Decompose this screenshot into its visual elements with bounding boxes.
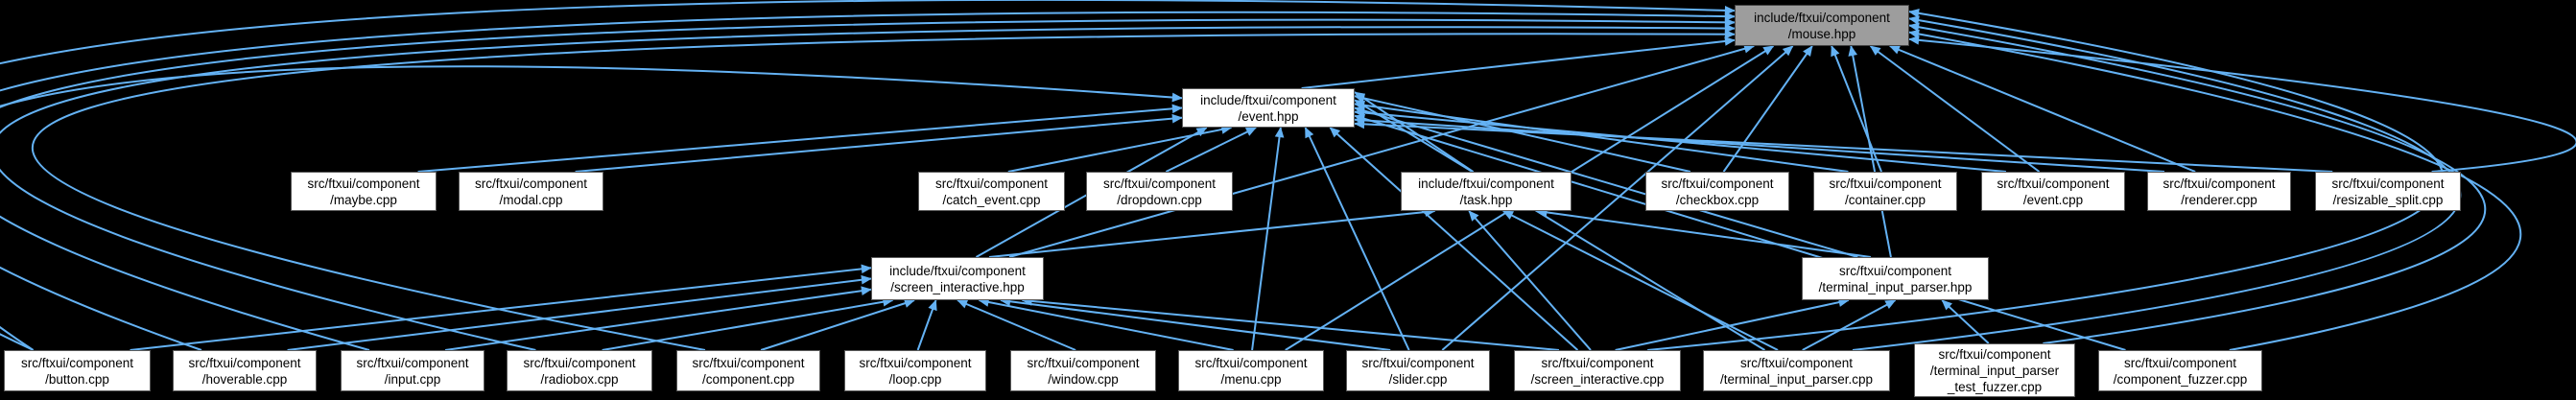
graph-edge-slider-cpp-to-mouse-hpp: [1441, 45, 1794, 351]
graph-edge-event-hpp-to-mouse-hpp: [1301, 36, 1736, 89]
graph-edge-tip-test-fuzzer-cpp-to-terminal-input-parser-hpp: [1941, 299, 1990, 344]
graph-edge-menu-cpp-to-event-hpp: [1251, 127, 1285, 351]
graph-node-terminal-input-parser-hpp[interactable]: src/ftxui/component /terminal_input_pars…: [1802, 257, 1989, 300]
graph-edge-maybe-cpp-to-event-hpp: [417, 104, 1183, 173]
graph-node-component-cpp[interactable]: src/ftxui/component /component.cpp: [676, 350, 820, 391]
graph-edge-event-cpp-to-event-hpp: [1354, 107, 2007, 173]
graph-node-screen-interactive-cpp[interactable]: src/ftxui/component /screen_interactive.…: [1514, 350, 1681, 391]
graph-edge-slider-cpp-to-event-hpp: [1304, 127, 1410, 351]
graph-edge-slider-cpp-to-screen-interactive-hpp: [1000, 296, 1391, 351]
graph-edge-container-cpp-to-mouse-hpp: [1831, 45, 1882, 173]
graph-edge-radiobox-cpp-to-mouse-hpp: [0, 23, 1736, 351]
graph-node-container-cpp[interactable]: src/ftxui/component /container.cpp: [1813, 172, 1957, 211]
graph-edge-resizable-split-cpp-to-event-hpp: [1354, 119, 2333, 173]
graph-edge-checkbox-cpp-to-mouse-hpp: [1722, 45, 1813, 173]
graph-edge-terminal-input-parser-cpp-to-terminal-input-parser-hpp: [1802, 299, 1897, 351]
graph-node-resizable-split-cpp[interactable]: src/ftxui/component /resizable_split.cpp: [2315, 172, 2461, 211]
graph-edge-screen-interactive-cpp-to-terminal-input-parser-hpp: [1615, 297, 1850, 351]
graph-edge-container-cpp-to-event-hpp: [1354, 100, 1849, 173]
graph-edge-screen-interactive-hpp-to-mouse-hpp: [1008, 44, 1756, 258]
graph-edge-terminal-input-parser-hpp-to-event-hpp: [1354, 106, 1858, 258]
graph-edge-hoverable-cpp-to-screen-interactive-hpp: [287, 274, 872, 351]
graph-node-maybe-cpp[interactable]: src/ftxui/component /maybe.cpp: [291, 172, 437, 211]
graph-edge-catch-event-cpp-to-event-hpp: [1007, 125, 1233, 173]
graph-edge-component-cpp-to-mouse-hpp: [31, 29, 1736, 351]
graph-edge-checkbox-cpp-to-event-hpp: [1354, 93, 1691, 173]
graph-edge-loop-cpp-to-screen-interactive-hpp: [916, 299, 937, 351]
graph-edge-menu-cpp-to-screen-interactive-hpp: [978, 297, 1234, 351]
graph-edge-radiobox-cpp-to-screen-interactive-hpp: [602, 296, 894, 351]
graph-edge-task-hpp-to-event-hpp: [1354, 91, 1474, 173]
graph-edge-event-cpp-to-mouse-hpp: [1869, 45, 2041, 173]
graph-node-window-cpp[interactable]: src/ftxui/component /window.cpp: [1010, 350, 1156, 391]
graph-node-radiobox-cpp[interactable]: src/ftxui/component /radiobox.cpp: [507, 350, 652, 391]
graph-node-component-fuzzer-cpp[interactable]: src/ftxui/component /component_fuzzer.cp…: [2098, 350, 2262, 391]
graph-edge-button-cpp-to-mouse-hpp: [0, 0, 1736, 351]
graph-edge-screen-interactive-cpp-to-screen-interactive-hpp: [1021, 296, 1560, 351]
graph-node-slider-cpp[interactable]: src/ftxui/component /slider.cpp: [1346, 350, 1490, 391]
graph-edge-screen-interactive-cpp-to-task-hpp: [1468, 210, 1592, 351]
graph-edge-terminal-input-parser-hpp-to-task-hpp: [1536, 207, 1872, 258]
graph-node-modal-cpp[interactable]: src/ftxui/component /modal.cpp: [459, 172, 603, 211]
graph-node-button-cpp[interactable]: src/ftxui/component /button.cpp: [4, 350, 151, 391]
graph-edge-tip-test-fuzzer-cpp-to-mouse-hpp: [1908, 22, 2487, 344]
graph-edge-resizable-split-cpp-to-mouse-hpp: [1908, 35, 2576, 173]
graph-edge-component-cpp-to-screen-interactive-hpp: [760, 298, 915, 351]
graph-node-mouse-hpp[interactable]: include/ftxui/component /mouse.hpp: [1735, 5, 1909, 46]
graph-node-input-cpp[interactable]: src/ftxui/component /input.cpp: [341, 350, 484, 391]
graph-edge-screen-interactive-hpp-to-task-hpp: [988, 207, 1436, 258]
graph-node-renderer-cpp[interactable]: src/ftxui/component /renderer.cpp: [2147, 172, 2291, 211]
graph-node-screen-interactive-hpp[interactable]: include/ftxui/component /screen_interact…: [871, 257, 1044, 300]
graph-edge-input-cpp-to-mouse-hpp: [0, 17, 1736, 351]
graph-node-terminal-input-parser-cpp[interactable]: src/ftxui/component /terminal_input_pars…: [1703, 350, 1890, 391]
graph-edge-terminal-input-parser-hpp-to-mouse-hpp: [1848, 45, 1892, 258]
graph-edge-terminal-input-parser-cpp-to-task-hpp: [1502, 210, 1779, 351]
graph-edge-dropdown-cpp-to-event-hpp: [1165, 127, 1257, 173]
graph-edge-modal-cpp-to-event-hpp: [575, 113, 1183, 173]
graph-node-event-hpp[interactable]: include/ftxui/component /event.hpp: [1182, 88, 1355, 128]
graph-edge-component-fuzzer-cpp-to-mouse-hpp: [1908, 29, 2522, 351]
graph-edge-window-cpp-to-screen-interactive-hpp: [957, 299, 1076, 351]
graph-node-hoverable-cpp[interactable]: src/ftxui/component /hoverable.cpp: [173, 350, 317, 391]
graph-node-loop-cpp[interactable]: src/ftxui/component /loop.cpp: [844, 350, 986, 391]
graph-node-checkbox-cpp[interactable]: src/ftxui/component /checkbox.cpp: [1645, 172, 1789, 211]
graph-node-event-cpp[interactable]: src/ftxui/component /event.cpp: [1981, 172, 2125, 211]
graph-edge-button-cpp-to-screen-interactive-hpp: [130, 264, 872, 351]
graph-node-task-hpp[interactable]: include/ftxui/component /task.hpp: [1401, 172, 1572, 211]
graph-edge-renderer-cpp-to-event-hpp: [1354, 115, 2165, 173]
graph-edge-input-cpp-to-screen-interactive-hpp: [444, 286, 872, 351]
graph-edge-screen-interactive-cpp-to-event-hpp: [1329, 127, 1579, 351]
graph-node-menu-cpp[interactable]: src/ftxui/component /menu.cpp: [1178, 350, 1324, 391]
graph-node-tip-test-fuzzer-cpp[interactable]: src/ftxui/component /terminal_input_pars…: [1914, 343, 2075, 397]
graph-node-catch-event-cpp[interactable]: src/ftxui/component /catch_event.cpp: [918, 172, 1065, 211]
graph-node-dropdown-cpp[interactable]: src/ftxui/component /dropdown.cpp: [1086, 172, 1233, 211]
graph-edge-button-cpp-to-event-hpp: [0, 65, 1183, 351]
graph-edge-hoverable-cpp-to-mouse-hpp: [0, 11, 1736, 351]
graph-edge-renderer-cpp-to-mouse-hpp: [1888, 45, 2196, 173]
graph-edge-component-fuzzer-cpp-to-event-hpp: [1354, 114, 2126, 351]
